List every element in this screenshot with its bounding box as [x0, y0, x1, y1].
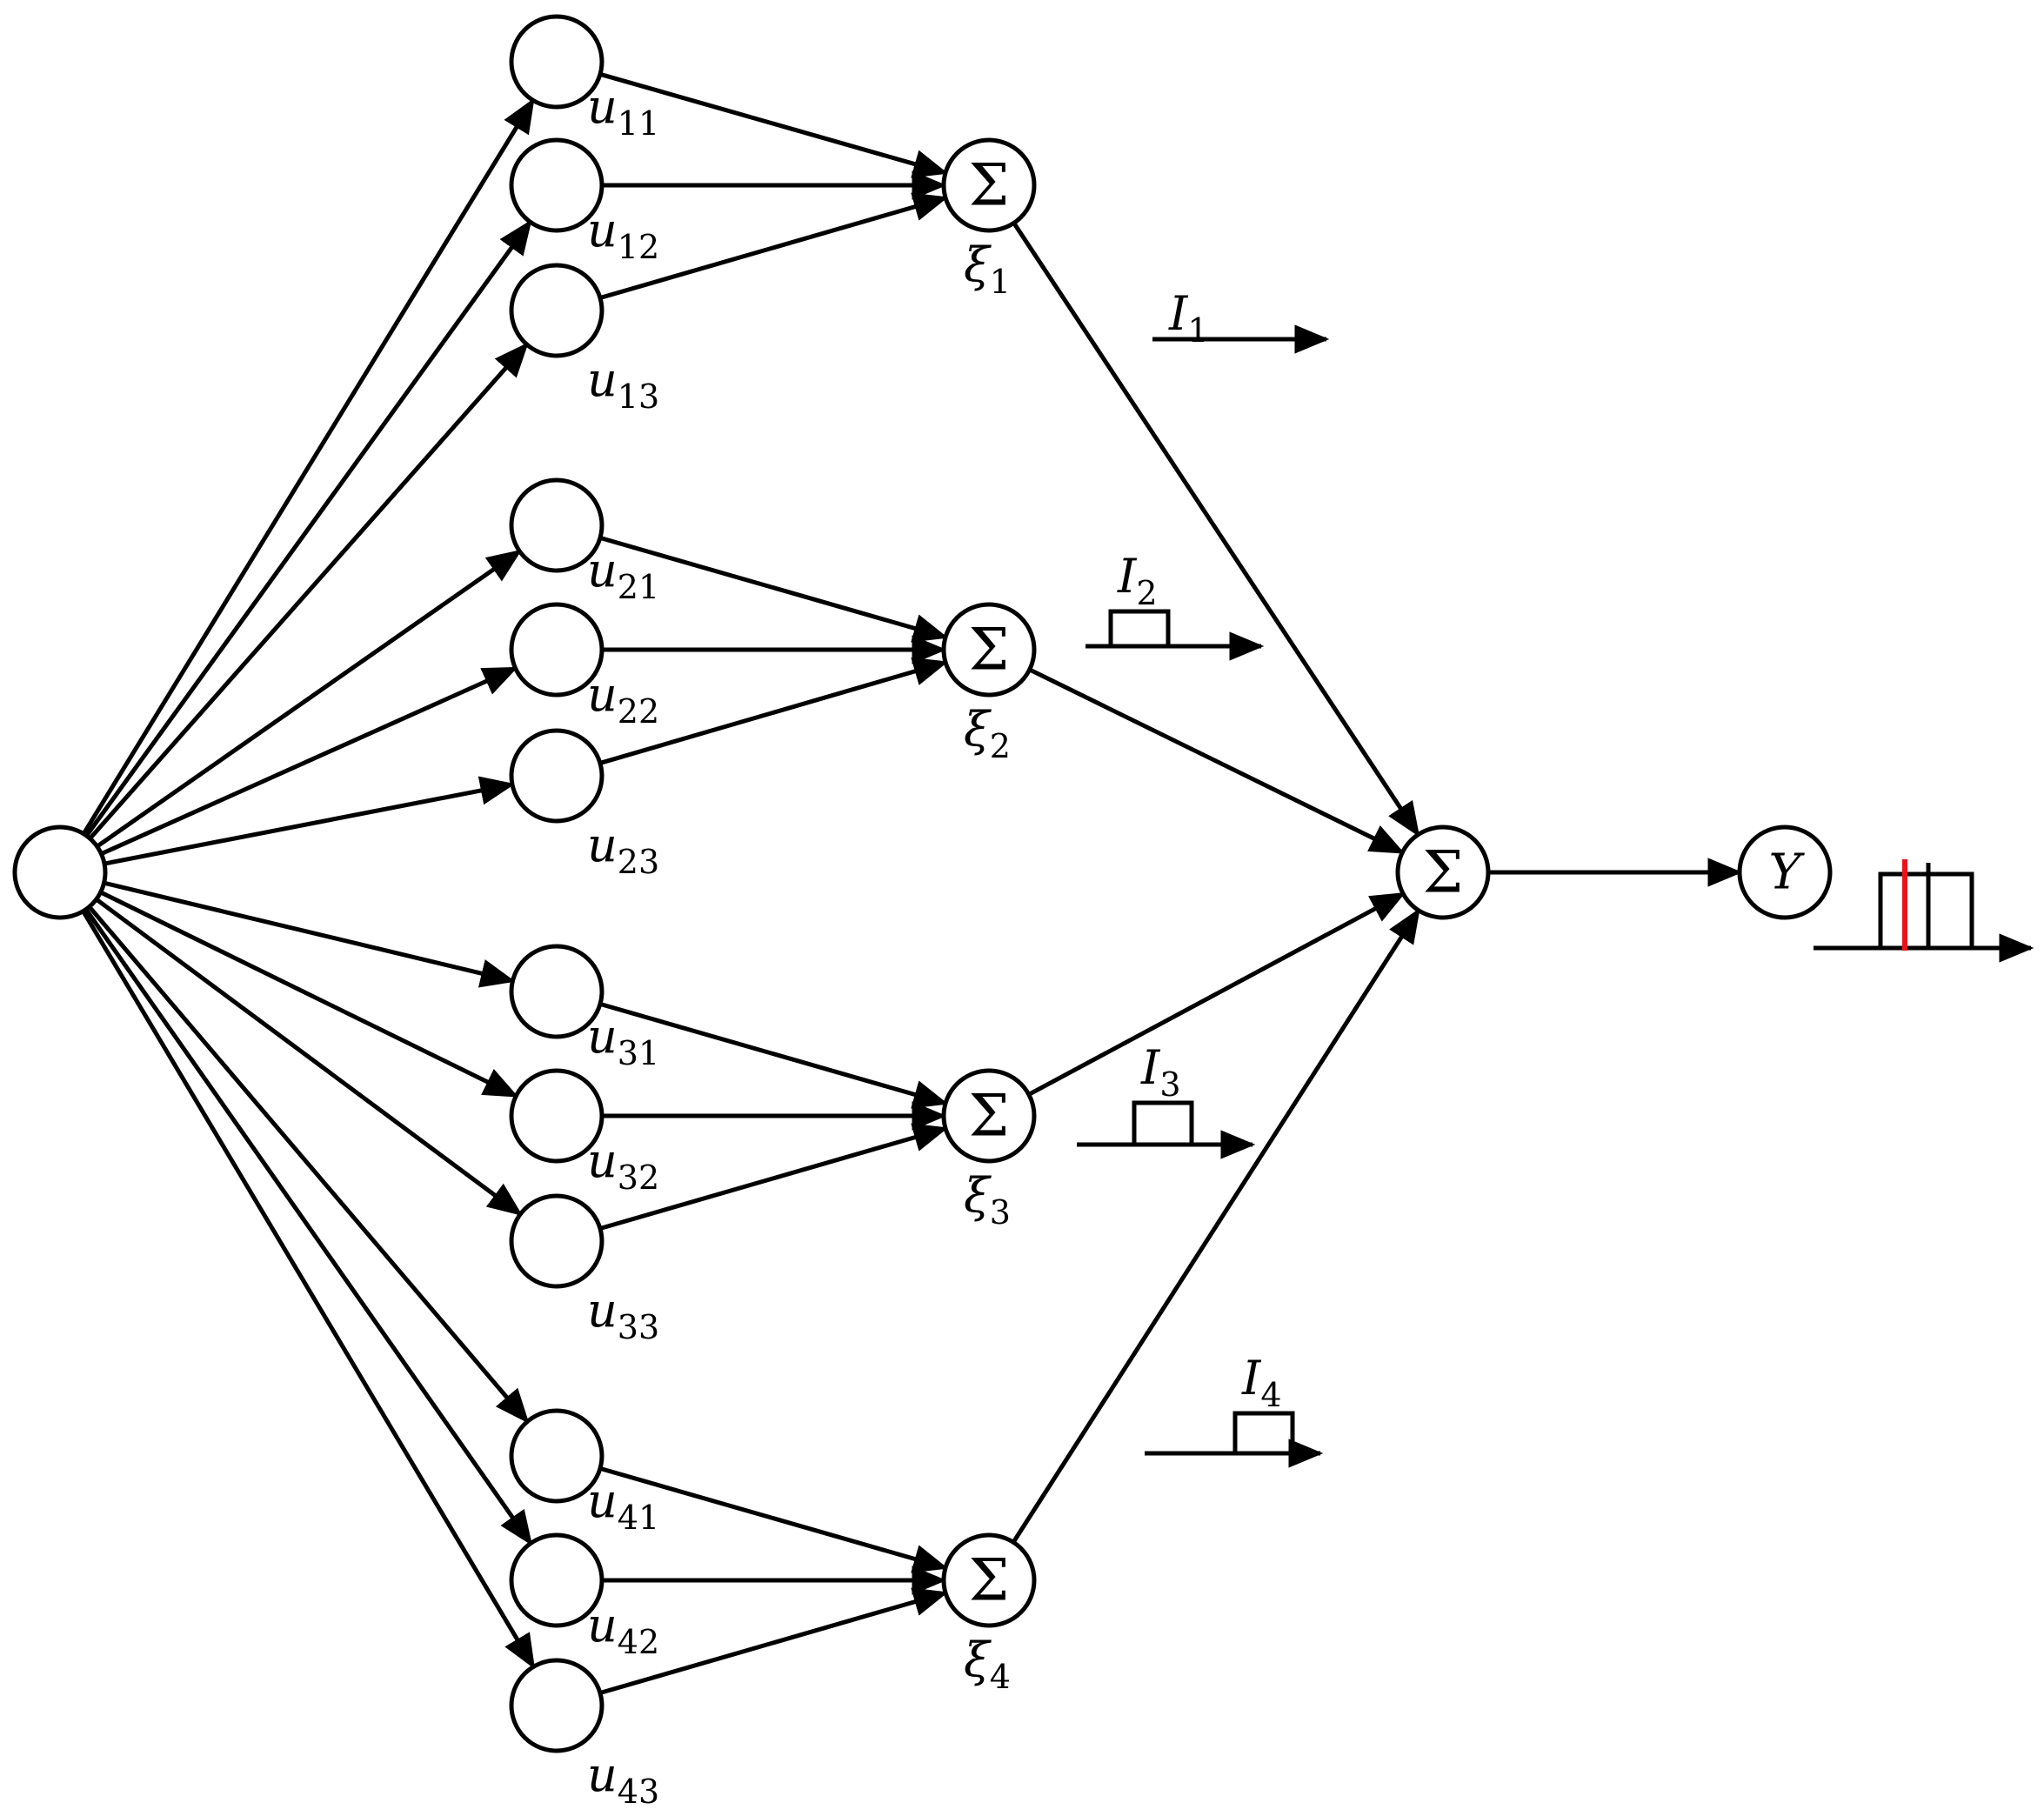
label-i2: I2 — [1117, 549, 1158, 612]
label-i1: I1 — [1168, 286, 1209, 350]
u-node-43 — [509, 1658, 605, 1753]
label-u13: u13 — [587, 352, 659, 416]
u-node-13 — [509, 263, 605, 358]
label-xi4: ξ4 — [964, 1632, 1011, 1696]
pulse-icon-i4 — [1145, 1411, 1324, 1468]
label-u11: u11 — [587, 79, 659, 143]
sum-node-xi4 — [941, 1532, 1037, 1628]
u-node-42 — [509, 1532, 605, 1628]
labels-layer: u11 u12 u13 u21 u22 u23 u31 u32 u33 u41 u42 u43 ξ1 ξ2… — [587, 79, 1282, 1811]
label-u23: u23 — [587, 818, 659, 881]
edge-u23-to-xi2 — [599, 657, 949, 765]
label-u22: u22 — [587, 667, 659, 731]
sum-node-xi2 — [941, 602, 1037, 698]
pulse-rect-i2 — [1108, 609, 1171, 649]
edge-input-to-u23 — [104, 776, 516, 866]
u-node-32 — [509, 1068, 605, 1164]
edge-u41-to-xi4 — [599, 1465, 949, 1573]
label-u12: u12 — [587, 203, 659, 266]
edge-xi2-to-sum — [1028, 667, 1406, 855]
edge-input-to-u41 — [87, 905, 530, 1424]
edge-input-to-u42 — [83, 908, 533, 1546]
pulses-layer — [1077, 324, 2034, 1468]
label-u42: u42 — [587, 1598, 659, 1661]
edges-layer — [81, 71, 1743, 1695]
label-i3: I3 — [1140, 1040, 1181, 1104]
nodes-layer: Σ Σ Σ Σ Σ Y — [12, 14, 1833, 1753]
label-u32: u32 — [587, 1133, 659, 1197]
pulse-rect-i4 — [1232, 1411, 1295, 1456]
pulse-icon-i2 — [1085, 609, 1265, 661]
output-node — [1737, 825, 1833, 920]
label-xi3: ξ3 — [964, 1168, 1011, 1232]
u-node-41 — [509, 1408, 605, 1504]
label-u41: u41 — [587, 1473, 659, 1537]
edge-u43-to-xi4 — [599, 1587, 949, 1695]
sigma-symbol-1: Σ — [969, 152, 1010, 219]
input-node — [12, 825, 108, 920]
edge-input-to-u22 — [100, 665, 518, 857]
label-i4: I4 — [1241, 1351, 1282, 1414]
sigma-symbol-2: Σ — [969, 617, 1010, 684]
sigma-symbol-3: Σ — [969, 1083, 1010, 1150]
label-u31: u31 — [587, 1009, 659, 1072]
u-node-22 — [509, 602, 605, 698]
sum-node-xi3 — [941, 1068, 1037, 1164]
edge-u13-to-xi1 — [599, 192, 949, 300]
u-node-31 — [509, 944, 605, 1039]
label-u43: u43 — [587, 1747, 659, 1811]
sum-node-xi1 — [941, 137, 1037, 233]
output-symbol-y: Y — [1769, 845, 1806, 901]
edge-input-to-u13 — [88, 342, 529, 840]
edge-u21-to-xi2 — [599, 535, 949, 643]
label-xi1: ξ1 — [964, 237, 1011, 301]
sigma-symbol-total: Σ — [1423, 839, 1464, 906]
edge-input-to-u32 — [99, 890, 519, 1098]
label-u33: u33 — [587, 1283, 659, 1346]
u-node-21 — [509, 477, 605, 573]
u-node-12 — [509, 137, 605, 233]
label-xi2: ξ2 — [964, 702, 1011, 765]
edge-u31-to-xi3 — [599, 1001, 949, 1109]
edge-input-to-u11 — [82, 97, 535, 835]
sum-node-total — [1395, 825, 1491, 920]
u-node-33 — [509, 1193, 605, 1289]
edge-input-to-u12 — [84, 219, 532, 838]
edge-u11-to-xi1 — [599, 71, 949, 178]
edge-input-to-u33 — [95, 897, 523, 1217]
u-node-23 — [509, 728, 605, 824]
edge-input-to-u43 — [81, 910, 536, 1670]
edge-u33-to-xi3 — [599, 1123, 949, 1231]
edge-xi1-to-sum — [1012, 222, 1420, 838]
pulse-rect-i3 — [1132, 1100, 1194, 1147]
edge-xi4-to-sum — [1011, 907, 1421, 1544]
pulse-icon-i3 — [1077, 1100, 1256, 1159]
sigma-symbol-4: Σ — [969, 1547, 1010, 1614]
output-pulse-icon — [1814, 859, 2034, 963]
u-node-11 — [509, 14, 605, 110]
edge-input-to-u31 — [103, 880, 516, 988]
label-u21: u21 — [587, 543, 659, 606]
edge-input-to-u21 — [96, 549, 523, 849]
edge-xi3-to-sum — [1027, 891, 1406, 1097]
